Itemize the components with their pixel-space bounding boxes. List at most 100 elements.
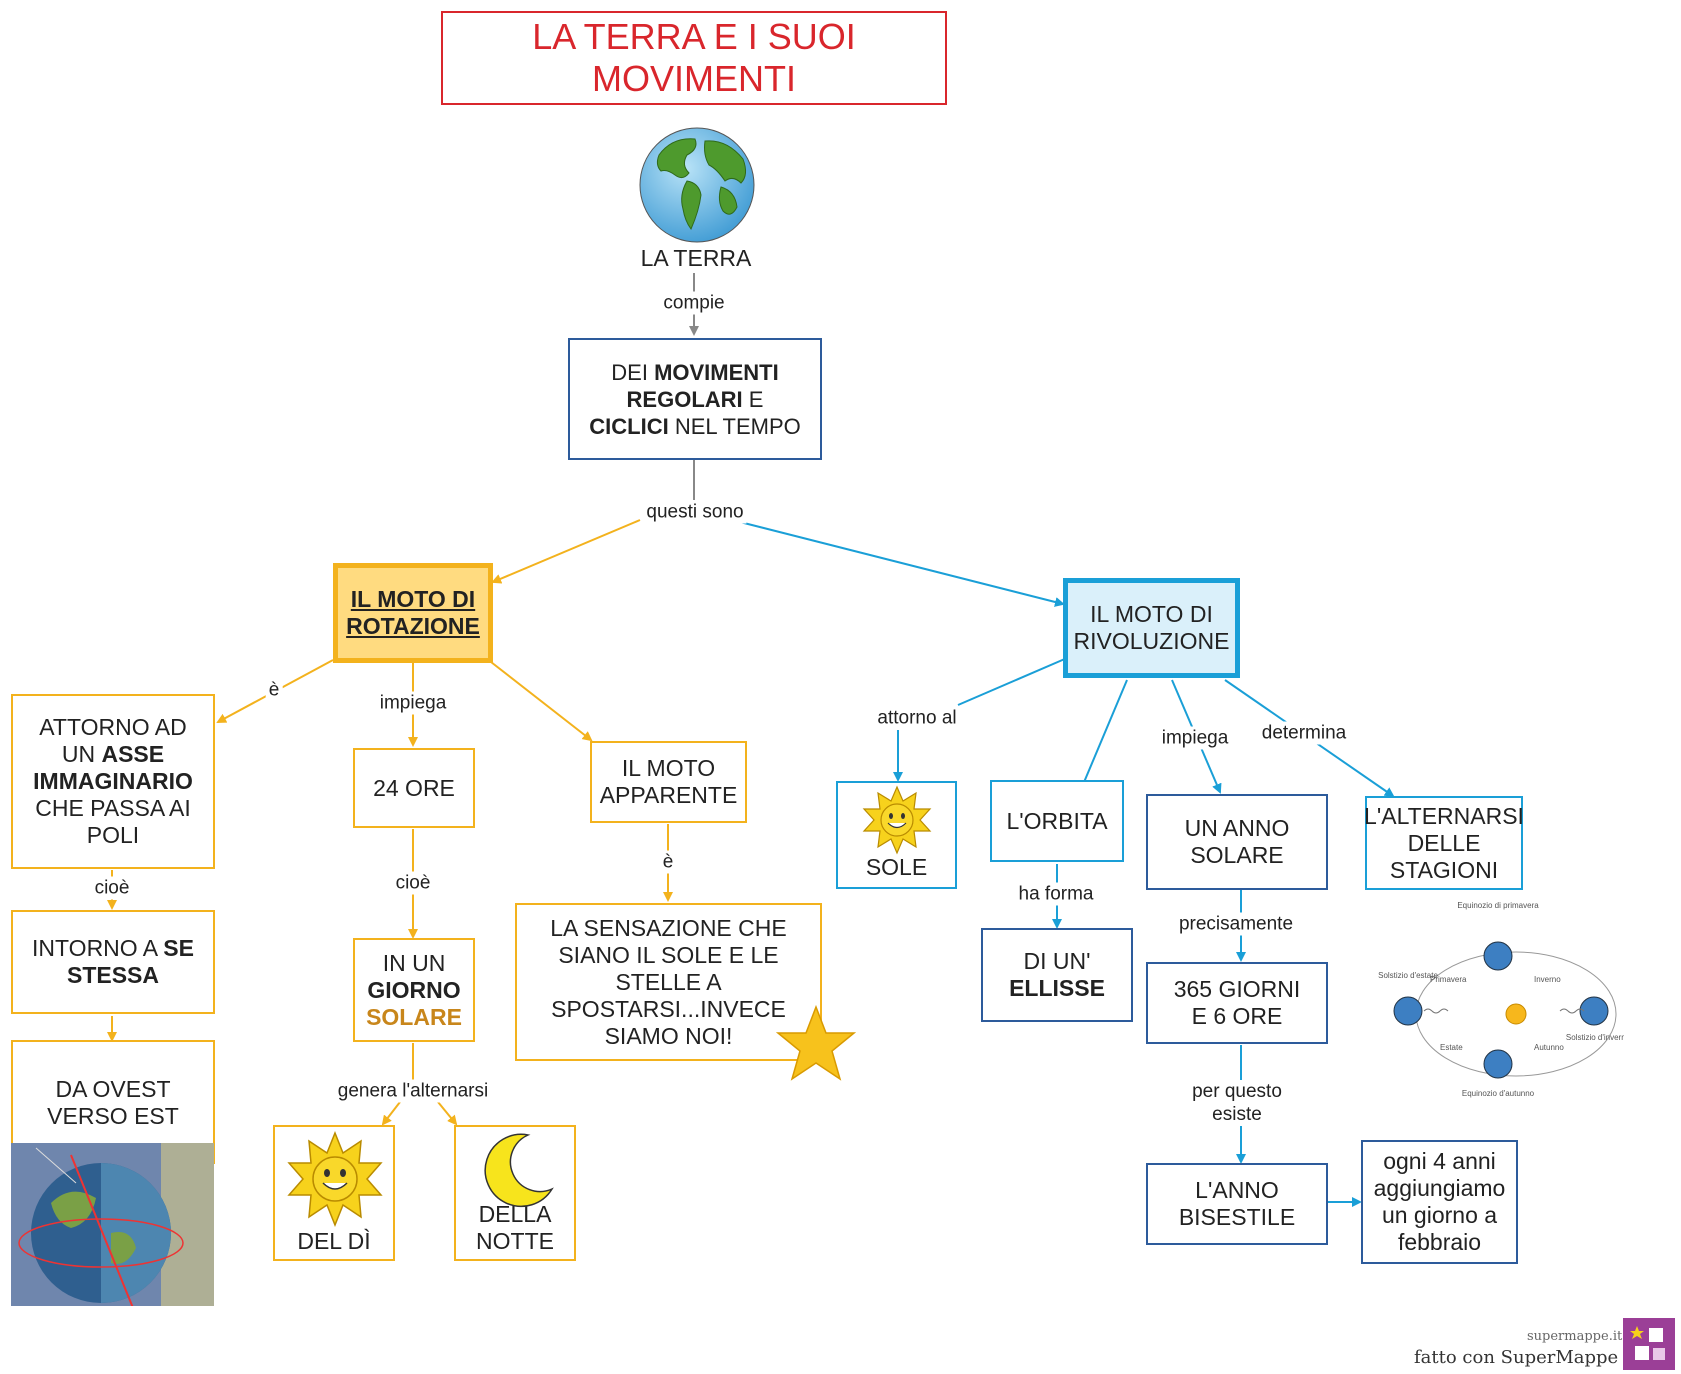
movimenti-text-2: E xyxy=(742,386,764,412)
link-label-impiega-2: impiega xyxy=(1158,726,1232,750)
se-stessa-bold-2: STESSA xyxy=(66,962,160,988)
link-label-questi-sono: questi sono xyxy=(643,500,747,524)
bisestile-line-1: L'ANNO xyxy=(1195,1177,1279,1203)
node-anno-solare: UN ANNO SOLARE xyxy=(1146,794,1328,890)
map-title: LA TERRA E I SUOI MOVIMENTI xyxy=(441,11,947,105)
movimenti-bold-3: CICLICI xyxy=(589,413,669,439)
label-primavera: Primavera xyxy=(1430,975,1467,984)
notte-line-2: NOTTE xyxy=(476,1228,554,1254)
node-sole: SOLE xyxy=(836,781,957,889)
label-inverno: Inverno xyxy=(1534,975,1561,984)
link-label-compie: compie xyxy=(660,291,728,315)
earth-rotation-picture xyxy=(11,1143,214,1306)
sensazione-line-2: SIANO IL SOLE E LE xyxy=(558,941,779,968)
giorni-line-2: E 6 ORE xyxy=(1191,1003,1283,1029)
bisestile-line-2: BISESTILE xyxy=(1178,1204,1296,1230)
node-moto-rotazione: IL MOTO DI ROTAZIONE xyxy=(333,563,493,663)
movimenti-text-3: NEL TEMPO xyxy=(668,413,801,439)
node-stagioni: L'ALTERNARSI DELLE STAGIONI xyxy=(1364,796,1524,890)
node-moto-rivoluzione: IL MOTO DI RIVOLUZIONE xyxy=(1063,578,1240,678)
link-questi-rotazione xyxy=(491,519,641,584)
giorni-line-1: 365 GIORNI xyxy=(1173,976,1301,1002)
supermappe-logo-icon xyxy=(1623,1318,1675,1370)
map-title-text: LA TERRA E I SUOI MOVIMENTI xyxy=(532,16,856,99)
link-label-genera: genera l'alternarsi xyxy=(334,1079,492,1103)
se-stessa-bold-1: SE xyxy=(163,935,194,961)
node-ellisse: DI UN' ELLISSE xyxy=(981,928,1133,1022)
moon-icon xyxy=(484,1133,554,1208)
label-solstizio-inverno: Solstizio d'inverno xyxy=(1566,1033,1624,1042)
node-asse-immaginario: ATTORNO AD UN ASSE IMMAGINARIO CHE PASSA… xyxy=(11,694,215,869)
node-febbraio: ogni 4 anni aggiungiamo un giorno a febb… xyxy=(1361,1140,1518,1264)
link-rivoluzione-attorno xyxy=(957,657,1068,706)
node-sole-text: SOLE xyxy=(865,854,928,880)
node-moto-apparente: IL MOTO APPARENTE xyxy=(590,741,747,823)
movimenti-bold-2: REGOLARI xyxy=(626,386,743,412)
link-label-per-questo-esiste: per questo esiste xyxy=(1174,1080,1300,1126)
rivoluzione-line-1: IL MOTO DI xyxy=(1090,601,1213,627)
giorno-bold: GIORNO xyxy=(367,976,461,1003)
link-label-impiega-1: impiega xyxy=(376,691,450,715)
sensazione-line-5: SIAMO NOI! xyxy=(604,1022,733,1049)
ellisse-line-1: DI UN' xyxy=(1023,948,1091,974)
node-orbita: L'ORBITA xyxy=(990,780,1124,862)
stagioni-line-1: L'ALTERNARSI xyxy=(1364,802,1524,829)
asse-line-5: POLI xyxy=(86,822,140,848)
stagioni-line-3: STAGIONI xyxy=(1389,856,1499,883)
giorno-solare-bold: SOLARE xyxy=(366,1003,462,1030)
febbraio-line-1: ogni 4 anni xyxy=(1383,1148,1496,1174)
febbraio-line-2: aggiungiamo xyxy=(1373,1175,1506,1201)
earth-globe-icon xyxy=(639,127,755,243)
anno-line-1: UN ANNO xyxy=(1184,815,1290,841)
footer-made-with: fatto con SuperMappe xyxy=(1414,1347,1619,1368)
label-equinozio-autunno: Equinozio d'autunno xyxy=(1462,1089,1535,1098)
anno-line-2: SOLARE xyxy=(1190,842,1284,868)
rivoluzione-line-2: RIVOLUZIONE xyxy=(1073,628,1230,654)
node-del-di: DEL DÌ xyxy=(273,1125,395,1261)
sensazione-line-3: STELLE A xyxy=(615,968,722,995)
sensazione-line-1: LA SENSAZIONE CHE xyxy=(550,914,787,941)
node-della-notte: DELLA NOTTE xyxy=(454,1125,576,1261)
link-label-cioe-1: cioè xyxy=(91,876,133,900)
footer-site: supermappe.it xyxy=(1527,1329,1623,1344)
giorno-line-1: IN UN xyxy=(382,949,446,976)
stagioni-line-2: DELLE xyxy=(1407,829,1481,856)
movimenti-text-1: DEI xyxy=(611,359,655,385)
link-rotazione-apparente xyxy=(490,661,593,742)
sun-icon xyxy=(862,785,932,855)
link-label-e-1: è xyxy=(265,678,283,702)
link-label-ha-forma: ha forma xyxy=(1015,882,1097,906)
label-solstizio-estate: Solstizio d'estate xyxy=(1378,971,1438,980)
link-label-attorno-al: attorno al xyxy=(874,706,960,730)
asse-line-2: UN xyxy=(61,741,102,767)
link-label-e-2: è xyxy=(659,850,677,874)
label-equinozio-primavera: Equinozio di primavera xyxy=(1457,901,1539,910)
node-24-ore-text: 24 ORE xyxy=(373,774,455,801)
febbraio-line-4: febbraio xyxy=(1397,1229,1482,1255)
febbraio-line-3: un giorno a xyxy=(1381,1202,1498,1228)
node-24-ore: 24 ORE xyxy=(353,748,475,828)
link-label-cioe-2: cioè xyxy=(392,871,434,895)
asse-line-1: ATTORNO AD xyxy=(39,714,187,740)
link-label-precisamente: precisamente xyxy=(1175,912,1297,936)
se-stessa-line-1: INTORNO A xyxy=(32,935,164,961)
node-giorno-solare: IN UN GIORNO SOLARE xyxy=(353,938,475,1042)
apparente-line-1: IL MOTO xyxy=(621,755,716,781)
ovest-est-line-1: DA OVEST xyxy=(55,1076,171,1102)
sun-icon xyxy=(287,1131,383,1227)
ovest-est-line-2: VERSO EST xyxy=(47,1103,179,1129)
node-anno-bisestile: L'ANNO BISESTILE xyxy=(1146,1163,1328,1245)
asse-bold-2: IMMAGINARIO xyxy=(33,768,193,794)
label-estate: Estate xyxy=(1440,1043,1463,1052)
star-icon xyxy=(776,1005,856,1081)
sensazione-line-4: SPOSTARSI...INVECE xyxy=(551,995,786,1022)
link-label-determina: determina xyxy=(1258,721,1350,745)
node-sensazione: LA SENSAZIONE CHE SIANO IL SOLE E LE STE… xyxy=(515,903,822,1061)
node-la-terra: LA TERRA xyxy=(620,243,772,273)
link-genera-di xyxy=(381,1101,401,1126)
movimenti-bold-1: MOVIMENTI xyxy=(654,359,779,385)
asse-bold-1: ASSE xyxy=(101,741,165,767)
asse-line-4: CHE PASSA AI xyxy=(35,795,191,821)
seasons-orbit-figure: Equinozio di primavera Equinozio d'autun… xyxy=(1378,901,1624,1098)
node-del-di-text: DEL DÌ xyxy=(297,1228,371,1254)
